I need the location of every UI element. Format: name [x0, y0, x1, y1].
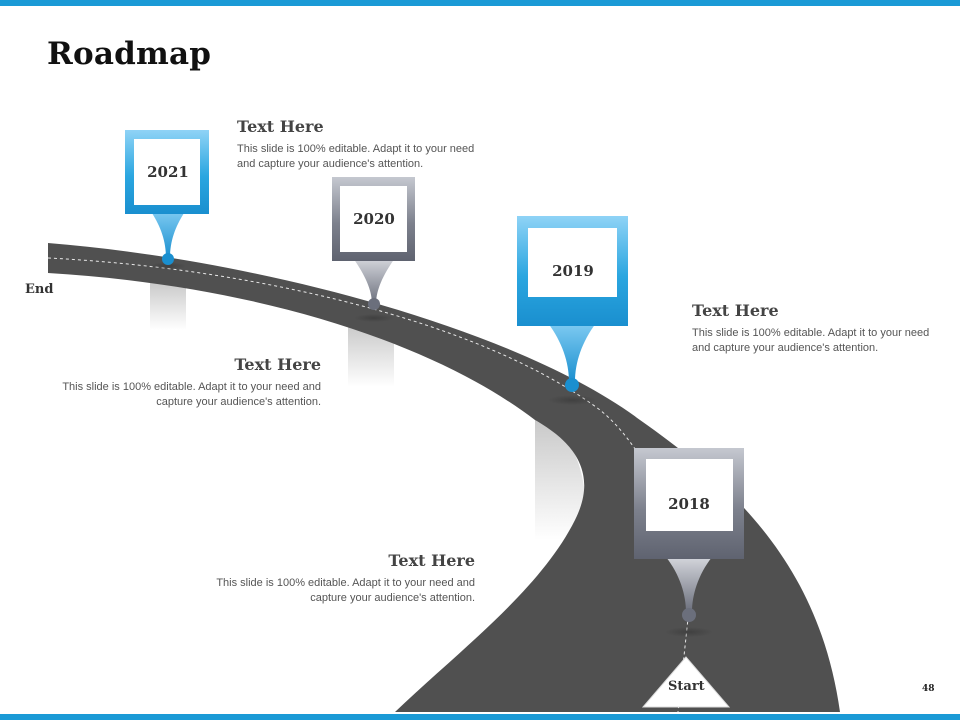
pin-stem	[150, 210, 186, 258]
milestone-year-2018: 2018	[668, 495, 710, 513]
text-block-heading: Text Here	[388, 551, 475, 570]
road	[48, 243, 840, 712]
page-number: 48	[922, 684, 935, 694]
pin-dot	[368, 298, 380, 310]
text-block-2020: Text Here This slide is 100% editable. A…	[62, 355, 321, 410]
pin-stem	[548, 323, 596, 382]
milestone-card-2021	[134, 139, 200, 205]
text-block-heading: Text Here	[234, 355, 321, 374]
road-start-label: Start	[668, 679, 705, 694]
text-block-heading: Text Here	[692, 301, 779, 320]
text-block-2021: Text Here This slide is 100% editable. A…	[237, 117, 487, 172]
milestone-card-2019	[528, 228, 617, 297]
start-marker	[641, 656, 731, 708]
slide-title: Roadmap	[47, 36, 212, 72]
top-accent-bar	[0, 0, 960, 6]
road-center-line	[47, 257, 691, 713]
pin-stem	[666, 557, 712, 612]
text-block-heading: Text Here	[237, 117, 324, 136]
milestone-year-2019: 2019	[552, 262, 594, 280]
pin-stem	[353, 258, 395, 304]
milestone-year-2020: 2020	[353, 210, 395, 228]
pin-shadow	[354, 314, 394, 322]
text-block-body: This slide is 100% editable. Adapt it to…	[692, 327, 930, 354]
road-end-label: End	[25, 282, 54, 297]
pin-dot	[162, 253, 174, 265]
pin-shadow	[548, 395, 596, 405]
text-block-body: This slide is 100% editable. Adapt it to…	[237, 143, 475, 170]
pin-shadow	[150, 262, 186, 270]
milestone-card-2020	[340, 186, 407, 252]
pin-dot	[682, 608, 696, 622]
road-shadow-pillar	[150, 282, 186, 330]
text-block-2018: Text Here This slide is 100% editable. A…	[216, 551, 475, 606]
text-block-body: This slide is 100% editable. Adapt it to…	[62, 381, 321, 408]
text-block-body: This slide is 100% editable. Adapt it to…	[216, 577, 475, 604]
milestone-year-2021: 2021	[147, 163, 189, 181]
milestone-card-2018	[646, 459, 733, 531]
text-block-2019: Text Here This slide is 100% editable. A…	[692, 301, 942, 356]
bottom-accent-bar	[0, 714, 960, 720]
pin-shadow	[665, 627, 713, 637]
pin-dot	[565, 378, 579, 392]
